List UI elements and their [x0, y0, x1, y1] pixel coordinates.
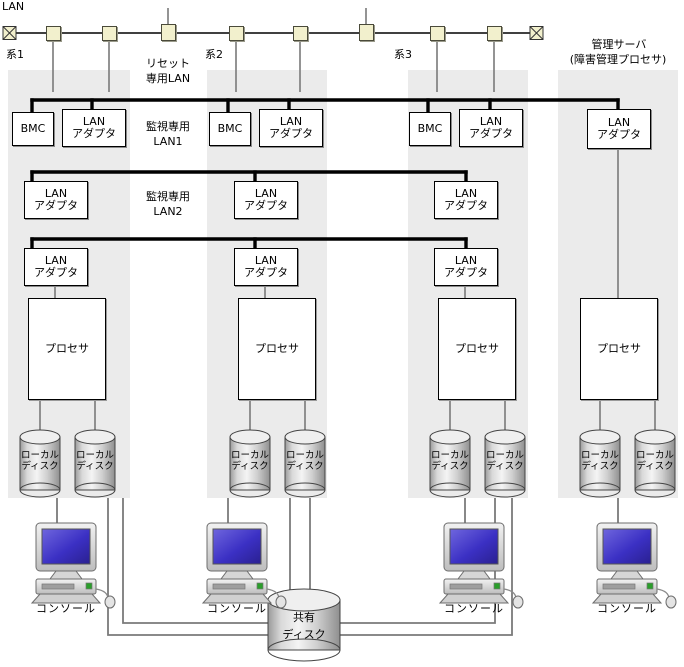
lan-tap-6[interactable]	[359, 24, 374, 41]
system-2-processor[interactable]: プロセサ	[238, 298, 316, 400]
system-1-console-label: コンソール	[36, 602, 96, 615]
local-disk-cylinders	[19, 429, 676, 498]
reset-lan-label-line2: 専用LAN	[145, 72, 191, 85]
lan-tap-8[interactable]	[487, 26, 502, 41]
lan-terminator-icons	[2, 26, 544, 40]
console-links	[56, 498, 619, 523]
system-3-title: 系3	[394, 48, 412, 61]
system-3-local-disk-2-label: ローカルディスク	[485, 450, 524, 472]
system-2-bmc[interactable]: BMC	[209, 112, 251, 146]
system-2-local-disk-1-label: ローカルディスク	[230, 450, 269, 472]
management-server-title-line2: (障害管理プロセサ)	[569, 53, 667, 66]
reset-lan-label-line1: リセット	[146, 57, 190, 70]
adapter-processor-links	[54, 147, 619, 298]
lan-tap-7[interactable]	[430, 26, 445, 41]
monitor-lan1-label-line1: 監視専用	[146, 120, 190, 133]
system-3-console-label: コンソール	[444, 602, 504, 615]
system-1-title: 系1	[6, 48, 24, 61]
system-1-processor[interactable]: プロセサ	[28, 298, 106, 400]
processor-disk-links	[39, 398, 656, 430]
system-2-console-label: コンソール	[207, 602, 267, 615]
system-1-local-disk-2-label: ローカルディスク	[75, 450, 114, 472]
system-2-local-disk-2-label: ローカルディスク	[285, 450, 324, 472]
lan-tap-4[interactable]	[229, 26, 244, 41]
management-server-local-disk-1-label: ローカルディスク	[580, 450, 619, 472]
monitor-lan2-label-line1: 監視専用	[146, 190, 190, 203]
management-server-console-label: コンソール	[597, 602, 657, 615]
lan-label: LAN	[2, 0, 25, 13]
monitor-lan2-label-line2: LAN2	[153, 205, 183, 218]
management-server-title-line1: 管理サーバ	[591, 38, 647, 51]
management-server-local-disk-2-label: ローカルディスク	[635, 450, 674, 472]
system-3-local-disk-1-label: ローカルディスク	[430, 450, 469, 472]
lan-tap-5[interactable]	[293, 26, 308, 41]
system-1-bmc[interactable]: BMC	[12, 112, 54, 146]
lan-tap-3[interactable]	[161, 24, 176, 41]
shared-disk-label-line2: ディスク	[282, 628, 326, 641]
system-2-title: 系2	[205, 48, 223, 61]
lan-drop-lines	[52, 8, 495, 92]
system-3-processor[interactable]: プロセサ	[438, 298, 516, 400]
lan-tap-1[interactable]	[46, 26, 61, 41]
monitor-lan1-label-line2: LAN1	[153, 135, 183, 148]
shared-disk-label-line1: 共有	[293, 611, 315, 624]
system-1-local-disk-1-label: ローカルディスク	[20, 450, 59, 472]
console-icons	[30, 522, 677, 609]
management-server-processor[interactable]: プロセサ	[580, 298, 658, 400]
lan-tap-2[interactable]	[102, 26, 117, 41]
system-3-bmc[interactable]: BMC	[409, 112, 451, 146]
